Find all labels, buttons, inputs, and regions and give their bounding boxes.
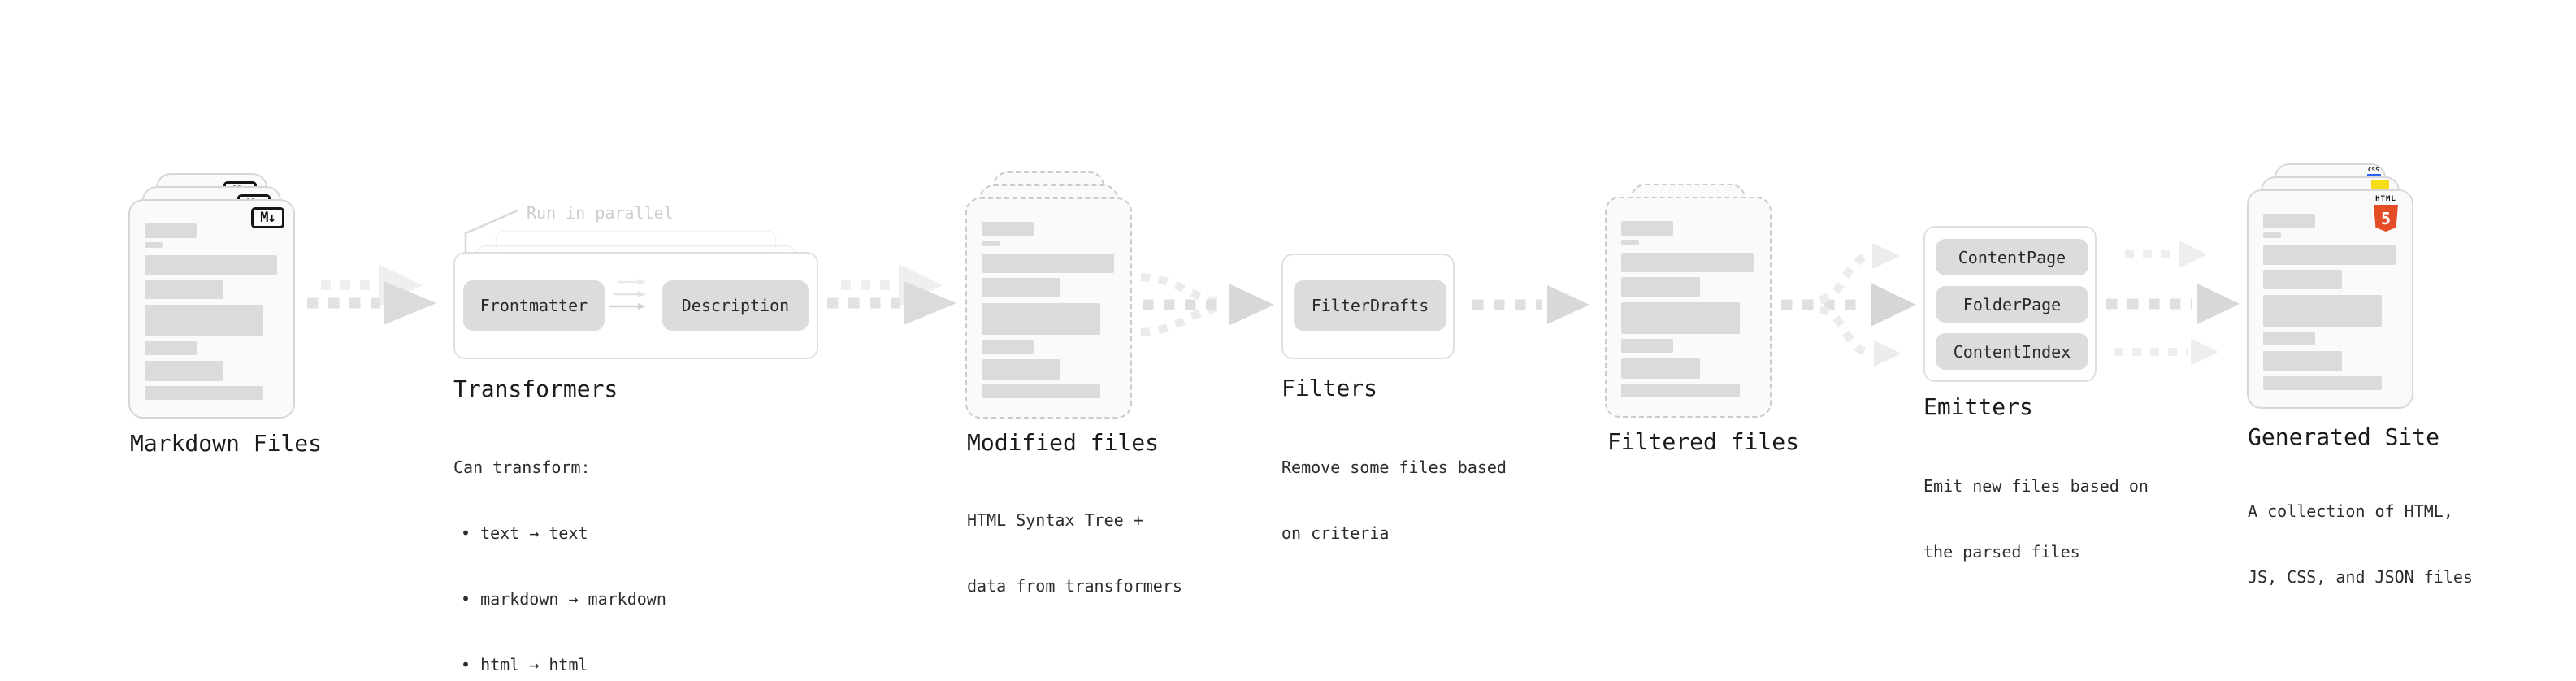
doc-line-bar [1621,339,1673,353]
doc-line-bar [2263,270,2342,289]
arrow-markdown-to-transformers [307,264,436,325]
doc-line-bar [2263,232,2281,238]
parallel-arrows-icon [609,279,646,310]
doc-line-bar [145,361,223,381]
text-line: A collection of HTML, [2248,501,2453,521]
doc-line-bar [145,341,197,355]
markdown-icon: M↓ [251,207,284,228]
arrow-transformers-to-modified [827,264,956,325]
doc-line-bar [1621,358,1700,379]
text-line: HTML Syntax Tree + [967,510,1143,530]
transformers-title: Transformers [453,375,618,402]
emitter-box-contentindex: ContentIndex [1936,333,2088,370]
text-line: on criteria [1281,523,1390,543]
css-label: CSS [2367,167,2380,173]
markdown-file-card-front: M↓ [128,199,295,419]
transformer-box-frontmatter: Frontmatter [463,280,605,331]
doc-line-bar [982,254,1114,273]
arrow-emitters-to-generated-bottom [2114,338,2218,366]
arrow-emitters-to-generated-middle [2106,284,2240,324]
html5-number: 5 [2380,208,2392,228]
run-in-parallel-note: Run in parallel [527,203,674,223]
doc-line-bar [1621,302,1740,334]
text-line: Remove some files based [1281,458,1507,477]
modified-files-title: Modified files [967,429,1160,456]
text-line: Can transform: [453,458,591,477]
text-line: data from transformers [967,576,1182,596]
doc-line-bar [2263,214,2315,228]
doc-line-bar [982,340,1034,354]
doc-line-bar [145,242,163,248]
text-line: • html → html [461,655,588,674]
arrow-filtered-to-emitters [1781,243,1916,367]
doc-line-bar [145,223,197,238]
doc-line-bar [1621,240,1639,245]
arrow-emitters-to-generated-top [2125,241,2207,268]
text-line: JS, CSS, and JSON files [2248,567,2473,587]
modified-files-description: HTML Syntax Tree + data from transformer… [967,466,1182,641]
filters-title: Filters [1281,375,1378,401]
css-icon: CSS [2366,167,2381,176]
html5-shield: 5 [2374,205,2398,232]
text-line: • text → text [461,523,588,543]
doc-line-bar [982,359,1060,380]
doc-line-bar [2263,351,2342,371]
doc-line-bar [1621,277,1700,297]
doc-line-bar [2263,295,2382,327]
transformers-description: Can transform: • text → text • markdown … [453,413,666,681]
arrow-filters-to-filtered [1472,285,1589,324]
generated-site-title: Generated Site [2248,423,2440,450]
doc-line-bar [2263,376,2382,390]
doc-line-bar [145,280,223,299]
doc-line-bar [982,241,1000,246]
transformer-layer-front: Frontmatter Description [453,252,818,359]
emitter-box-contentpage: ContentPage [1936,239,2088,275]
modified-file-card-front [965,197,1132,419]
html5-label: HTML [2375,195,2396,203]
doc-line-bar [145,255,277,275]
doc-line-bar [982,384,1100,398]
arrow-modified-to-filters [1140,273,1274,336]
emitter-box-folderpage: FolderPage [1936,286,2088,323]
doc-line-bar [1621,384,1740,397]
markdown-files-title: Markdown Files [130,430,323,457]
filters-panel: FilterDrafts [1281,254,1455,359]
html5-icon: HTML 5 [2368,195,2404,232]
filters-description: Remove some files based on criteria [1281,413,1507,588]
doc-line-bar [1621,221,1673,236]
doc-line-bar [145,305,263,336]
filter-box-filterdrafts: FilterDrafts [1294,280,1446,331]
css-blue-bar [2366,174,2381,176]
emitters-panel: ContentPage FolderPage ContentIndex [1923,226,2097,382]
text-line: the parsed files [1923,542,2080,562]
emitters-title: Emitters [1923,393,2033,420]
doc-line-bar [982,303,1100,335]
doc-line-bar [2263,245,2396,265]
emitters-description: Emit new files based on the parsed files [1923,432,2149,607]
text-line: • markdown → markdown [461,589,666,609]
transformer-box-description: Description [662,280,809,331]
text-line: Emit new files based on [1923,476,2149,496]
filtered-files-title: Filtered files [1607,428,1800,455]
generated-site-description: A collection of HTML, JS, CSS, and JSON … [2248,457,2473,632]
generated-file-card-front: HTML 5 [2247,189,2413,409]
filtered-file-card-front [1605,197,1772,418]
doc-line-bar [1621,253,1754,272]
doc-line-bar [982,222,1034,236]
doc-line-bar [982,278,1060,297]
doc-line-bar [2263,332,2315,345]
doc-line-bar [145,386,263,400]
